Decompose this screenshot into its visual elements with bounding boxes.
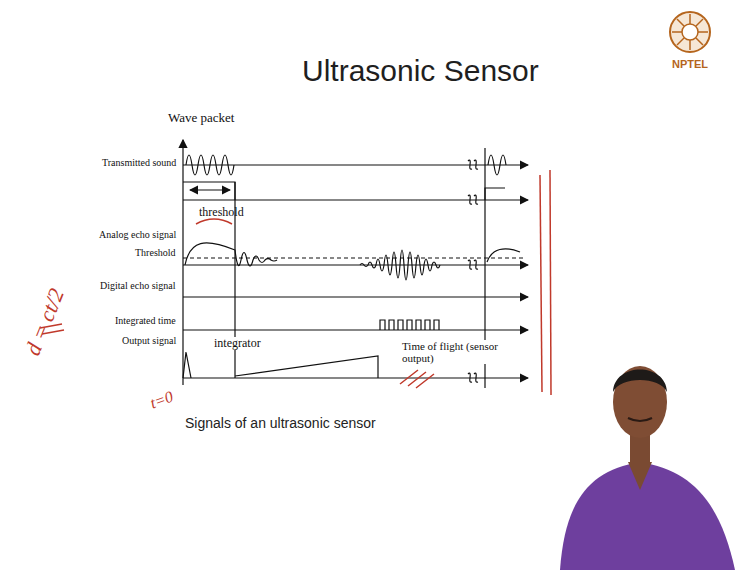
- figure-caption: Signals of an ultrasonic sensor: [185, 416, 376, 431]
- signal-name: Analog echo signal: [99, 229, 176, 240]
- signal-name: Output signal: [122, 335, 176, 346]
- signal-name: Integrated time: [115, 315, 176, 326]
- nptel-logo: [670, 12, 710, 52]
- signal-name: Transmitted sound: [102, 157, 176, 168]
- handwritten-marks: [40, 170, 551, 395]
- handwritten-note: t=0: [148, 388, 176, 412]
- logo-text: NPTEL: [672, 58, 708, 70]
- signal-name: Digital echo signal: [100, 280, 176, 291]
- slide-title: Ultrasonic Sensor: [302, 54, 539, 87]
- threshold-label: threshold: [199, 206, 244, 219]
- handwritten-formula: d = ct/2: [21, 285, 70, 359]
- axis-title: Wave packet: [168, 111, 234, 125]
- presenter-video: [560, 366, 735, 570]
- integrator-label: integrator: [212, 337, 263, 350]
- time-of-flight-label: Time of flight (sensor output): [400, 340, 516, 364]
- signal-name: Threshold: [135, 247, 176, 258]
